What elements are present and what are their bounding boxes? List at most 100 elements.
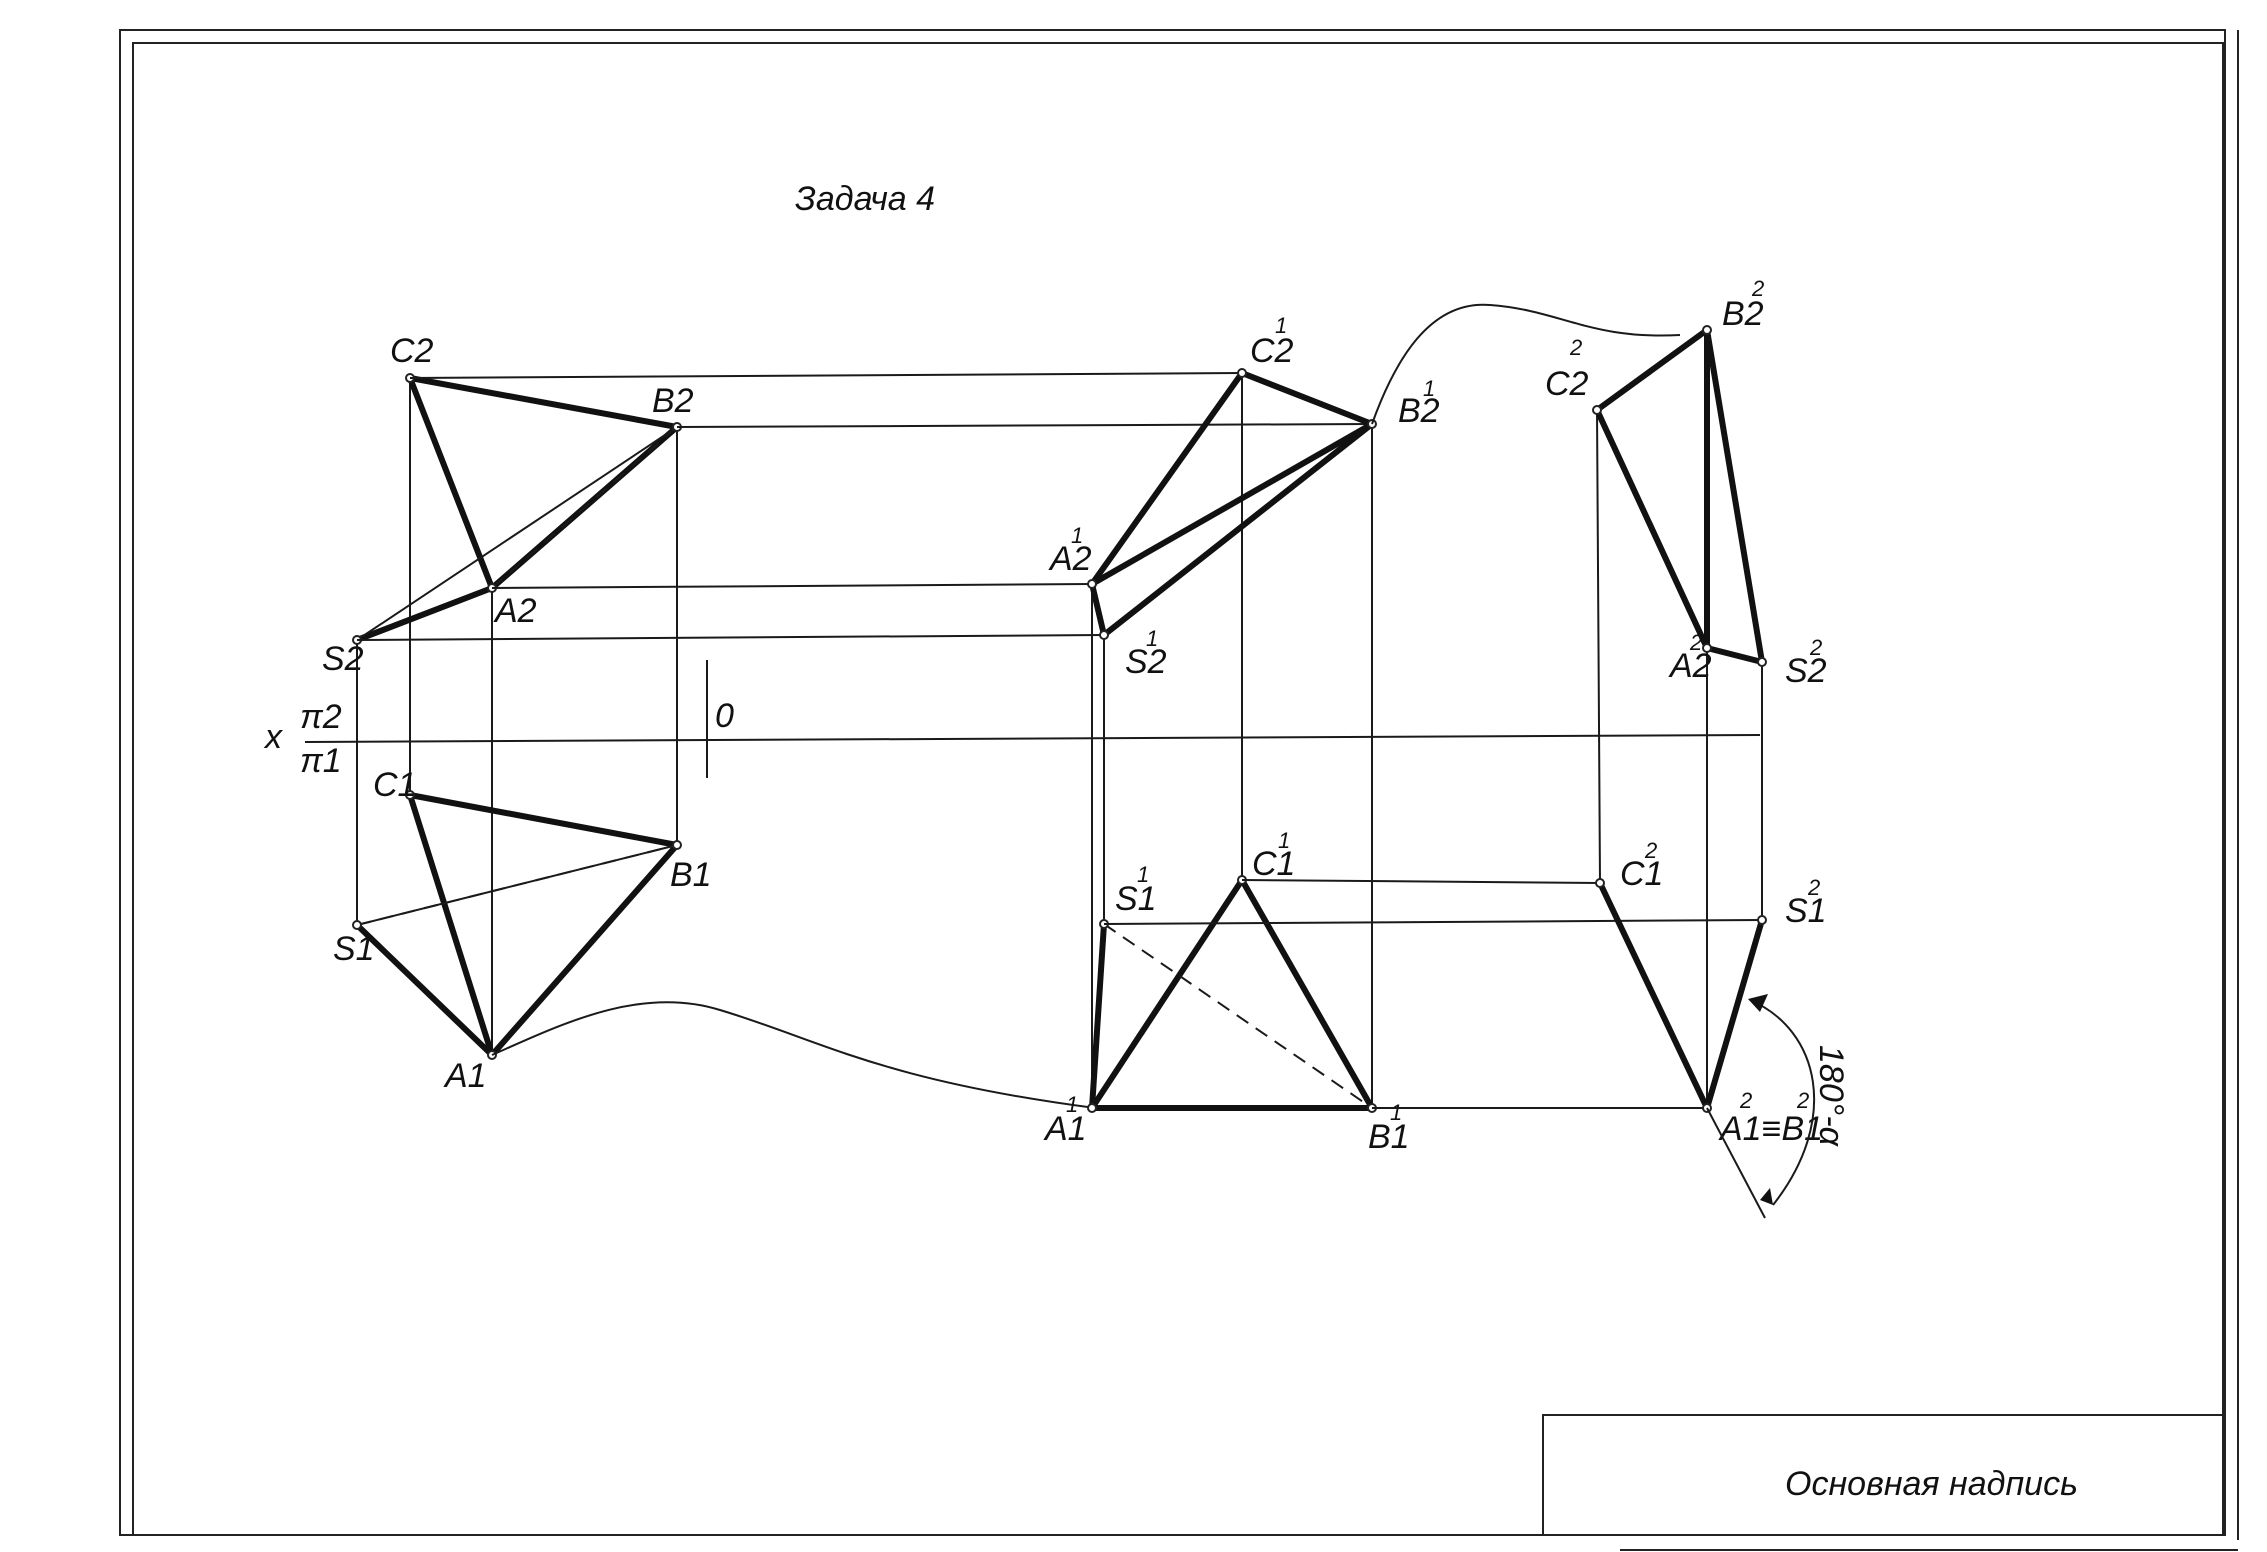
- label-C2-2: C2: [1545, 365, 1589, 403]
- label-A1: A1: [443, 1057, 487, 1095]
- label-C1-1: C1: [1252, 845, 1295, 883]
- task-title: Задача 4: [795, 180, 935, 218]
- view3-front-C-B: [1594, 327, 1710, 413]
- view3-front-A-S: [1704, 645, 1765, 665]
- label-group-S1-2: S1 2: [1785, 875, 1827, 930]
- label-A2-2: A2: [1668, 647, 1712, 685]
- label-C2-1: C2: [1250, 332, 1294, 370]
- top-edge-S1-A1: [354, 922, 495, 1058]
- label-group-S2-2: S2 2: [1785, 635, 1827, 690]
- axis-x-line: [304, 734, 1761, 743]
- top-edge-C1-B1: [407, 792, 680, 848]
- view2-top-A-C: [1089, 877, 1245, 1111]
- sup-S2-2: 2: [1809, 635, 1822, 660]
- sup-C2-2: 2: [1569, 335, 1582, 360]
- label-B2: B2: [652, 382, 694, 420]
- sup-C1-2: 2: [1644, 838, 1657, 863]
- label-group-S2-1: S2 1: [1125, 626, 1167, 681]
- stamp-label: Основная надпись: [1785, 1465, 2078, 1503]
- link-A2: [491, 583, 1093, 589]
- label-group-C2-2: C2 2: [1545, 335, 1589, 403]
- sup-B1-1: 1: [1390, 1100, 1402, 1125]
- label-S2-1: S2: [1125, 643, 1167, 681]
- sup-S1-2: 2: [1807, 875, 1820, 900]
- view2-front-C-A: [1089, 370, 1245, 587]
- sup-B2-1: 1: [1423, 376, 1435, 401]
- proj3-line-C: [1596, 409, 1601, 884]
- top-hidden-S1-B1: [356, 844, 678, 926]
- axis-x-label: x: [263, 718, 283, 756]
- view3-top-C-A: [1597, 880, 1710, 1111]
- title-block: [1542, 1414, 2224, 1536]
- label-S1-1: S1: [1115, 880, 1157, 918]
- angle-arrow-top: [1748, 994, 1768, 1012]
- label-group-A1B1-2: A1≡B1 2 2: [1718, 1088, 1823, 1148]
- sup-C2-1: 1: [1275, 313, 1287, 338]
- label-group-B1-1: B1 1: [1368, 1100, 1410, 1156]
- point-S1: [352, 920, 362, 930]
- axis-origin-label: 0: [715, 697, 734, 735]
- point-C2-2: [1592, 405, 1602, 415]
- label-S2: S2: [322, 640, 364, 678]
- label-A1-1: A1: [1043, 1110, 1087, 1148]
- label-A1B1-2: A1≡B1: [1718, 1110, 1823, 1148]
- label-group-B2-1: B2 1: [1398, 376, 1440, 430]
- view2-top-hidden-S-B: [1103, 923, 1373, 1109]
- point-A2-2: [1702, 643, 1712, 653]
- front-hidden-A2-B2: [491, 426, 678, 589]
- point-S1-2: [1757, 915, 1767, 925]
- view3-front-C-A: [1594, 407, 1710, 651]
- view3-top-S-A: [1704, 917, 1765, 1111]
- label-C2: C2: [390, 332, 434, 370]
- axis-pi1-label: π1: [300, 742, 342, 780]
- point-A1-1: [1087, 1103, 1097, 1113]
- link2-S-bottom: [1103, 919, 1763, 925]
- view3-front-B-S: [1704, 327, 1765, 665]
- label-group-B2-2: B2 2: [1722, 276, 1764, 333]
- sup-A2-1: 1: [1071, 523, 1083, 548]
- label-B1-1: B1: [1368, 1118, 1410, 1156]
- point-C1-2: [1595, 878, 1605, 888]
- point-C2-1: [1237, 368, 1247, 378]
- view2-top-A-S: [1089, 921, 1107, 1111]
- link-C2: [409, 372, 1243, 379]
- top-edge-C1-A1: [407, 792, 495, 1058]
- label-group-A1-1: A1 1: [1043, 1092, 1087, 1148]
- label-S1: S1: [333, 930, 375, 968]
- label-C1-2: C1: [1620, 855, 1663, 893]
- view2-front-S-B: [1101, 421, 1375, 638]
- angle-ray: [1706, 1107, 1766, 1219]
- outer-frame: [119, 29, 2226, 1536]
- inner-frame: [132, 42, 2224, 1536]
- label-group-S1-1: S1 1: [1115, 862, 1157, 918]
- label-group-C2-1: C2 1: [1250, 313, 1294, 370]
- point-B2-2: [1702, 325, 1712, 335]
- view2-top-C-B: [1239, 877, 1375, 1111]
- angle-arc: [1749, 999, 1816, 1206]
- link2-C-bottom: [1241, 879, 1601, 884]
- sup-A1-1: 1: [1066, 1092, 1078, 1117]
- label-group-A2-2: A2 2: [1668, 630, 1712, 685]
- point-S2-2: [1757, 657, 1767, 667]
- point-C1: [405, 790, 415, 800]
- point-A2-1: [1087, 579, 1097, 589]
- label-S1-2: S1: [1785, 892, 1827, 930]
- break-line-2: [1371, 303, 1681, 425]
- sup-B1-2: 2: [1796, 1088, 1809, 1113]
- sup-S2-1: 1: [1146, 626, 1158, 651]
- angle-arrow-bottom: [1760, 1188, 1773, 1205]
- sup-C1-1: 1: [1278, 828, 1290, 853]
- label-A2-1: A2: [1048, 540, 1092, 578]
- link-S2: [356, 634, 1105, 641]
- link-B2: [676, 423, 1373, 428]
- sup-A2-2: 2: [1689, 630, 1702, 655]
- front-triangle-C2-B2: [407, 375, 680, 430]
- point-S2-1: [1099, 630, 1109, 640]
- label-B2-2: B2: [1722, 295, 1764, 333]
- label-A2: A2: [493, 592, 537, 630]
- top-edge-A1-B1: [489, 842, 680, 1058]
- label-S2-2: S2: [1785, 652, 1827, 690]
- sup-S1-1: 1: [1137, 862, 1149, 887]
